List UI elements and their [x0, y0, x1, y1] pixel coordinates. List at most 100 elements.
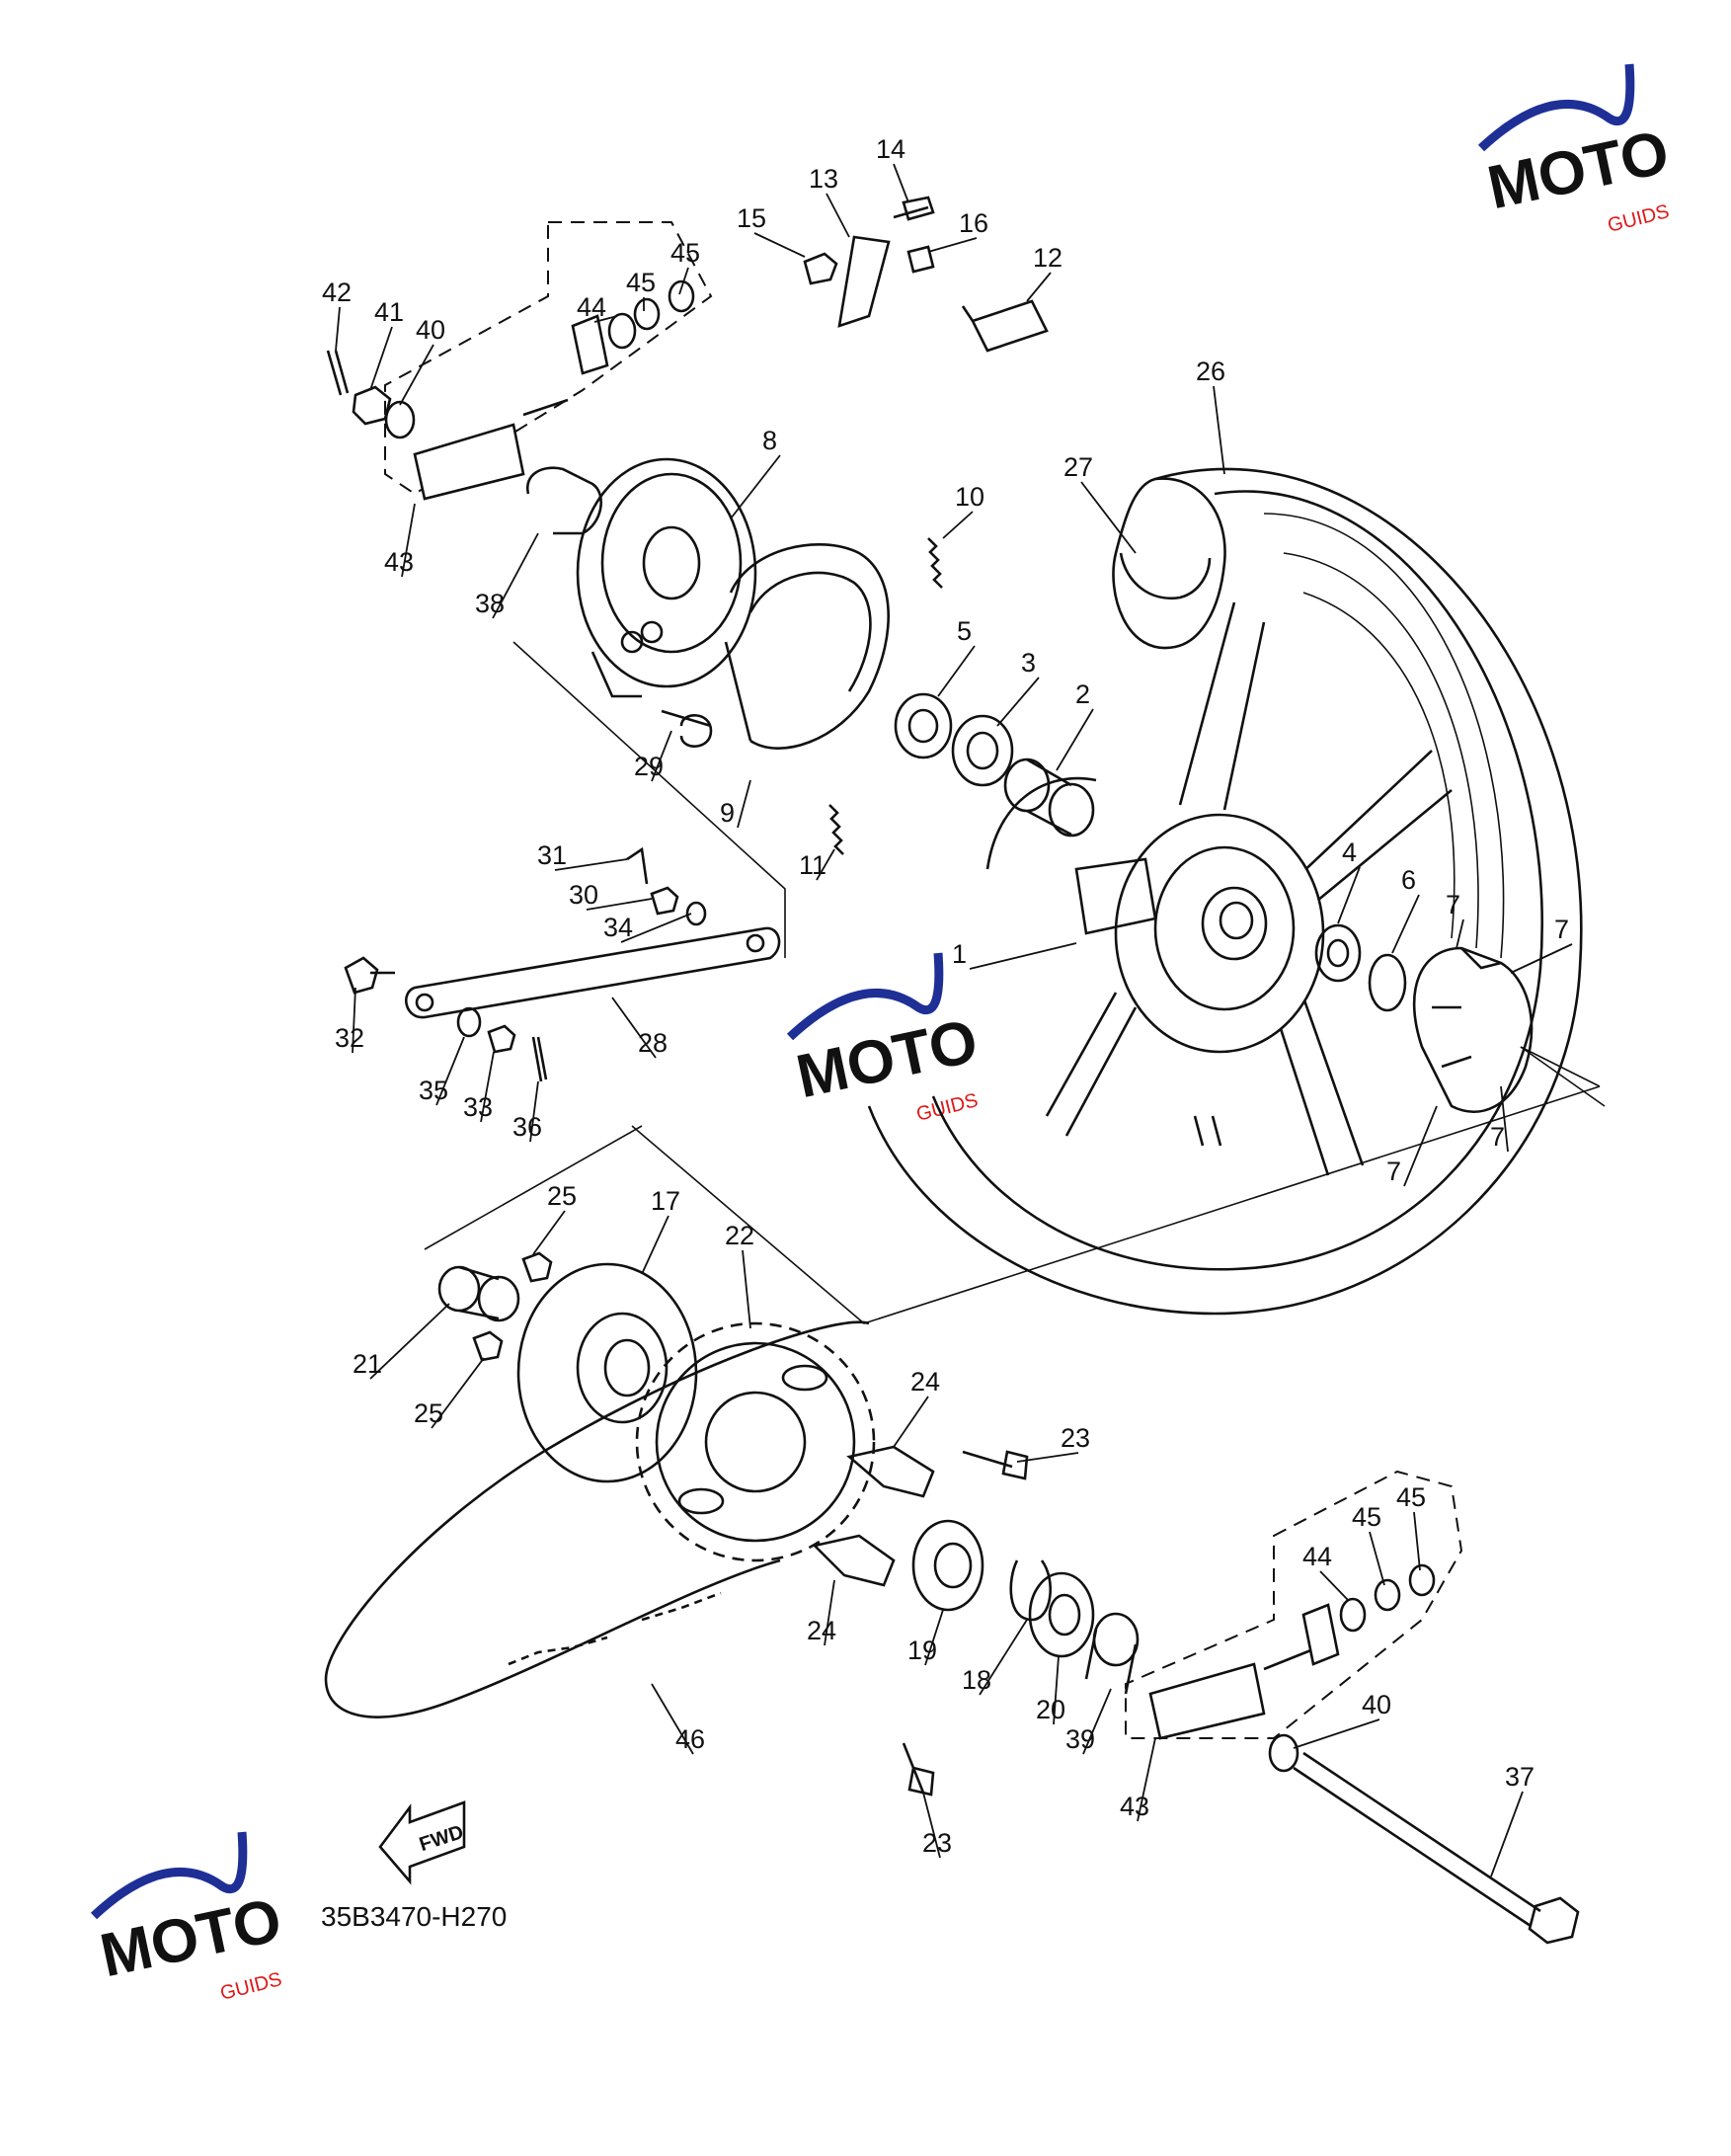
- bearing-19: [911, 1519, 984, 1612]
- leader-line: [641, 1215, 669, 1275]
- callout-12: 12: [1033, 243, 1062, 273]
- callout-7: 7: [1446, 890, 1460, 919]
- callout-40: 40: [416, 315, 445, 345]
- callout-2: 2: [1075, 679, 1090, 709]
- callout-26: 26: [1196, 357, 1225, 386]
- callout-30: 30: [569, 880, 598, 910]
- leader-line: [1391, 894, 1420, 954]
- leader-line: [937, 645, 976, 697]
- leader-lines: [335, 163, 1573, 1877]
- leader-line: [922, 1792, 941, 1859]
- sprocket-hub-17: [516, 1262, 698, 1483]
- callout-38: 38: [475, 589, 505, 618]
- cam-lever-13: [837, 235, 891, 328]
- nut-25-lower: [472, 1330, 504, 1362]
- fwd-label: FWD: [417, 1821, 466, 1856]
- o-ring-6: [1368, 953, 1407, 1012]
- leader-line: [480, 1051, 495, 1123]
- leader-line: [1456, 918, 1464, 949]
- leader-line: [554, 858, 628, 871]
- bolt-32: [344, 956, 395, 995]
- axle-37: [1293, 1751, 1580, 1945]
- leader-line: [1293, 1718, 1380, 1749]
- callout-20: 20: [1036, 1695, 1065, 1724]
- circlip-18: [1009, 1559, 1053, 1622]
- brake-shoes: [724, 543, 890, 750]
- callout-24: 24: [807, 1616, 836, 1645]
- nut-25-upper: [521, 1251, 553, 1283]
- callout-37: 37: [1505, 1762, 1534, 1792]
- leader-line: [927, 237, 978, 253]
- fwd-arrow-icon: FWD: [378, 1800, 466, 1885]
- chain-puller-group-lower: [1125, 1470, 1463, 1739]
- brand-logo-bottom: MOTO GUIDS: [90, 1831, 287, 2005]
- spring-10: [927, 537, 943, 589]
- nut-30: [650, 886, 679, 916]
- clip-31: [626, 846, 649, 885]
- leader-line: [611, 997, 657, 1059]
- leader-line: [1056, 708, 1094, 771]
- callout-11: 11: [799, 850, 826, 880]
- callout-16: 16: [959, 208, 988, 238]
- leader-line: [1053, 1655, 1060, 1725]
- leader-line: [369, 1303, 450, 1380]
- leader-line: [1082, 1688, 1112, 1755]
- spring-11: [828, 804, 844, 855]
- leader-line: [532, 1210, 566, 1255]
- callout-43: 43: [1120, 1792, 1149, 1821]
- bolt-23-lower: [902, 1742, 935, 1797]
- leader-line: [742, 1249, 751, 1329]
- callout-1: 1: [952, 939, 967, 969]
- callout-19: 19: [907, 1636, 937, 1665]
- leader-line: [352, 987, 356, 1054]
- leader-line: [1510, 943, 1573, 974]
- leader-line: [492, 532, 539, 619]
- callout-41: 41: [374, 297, 404, 327]
- callout-3: 3: [1021, 648, 1036, 678]
- cotter-36: [531, 1036, 548, 1082]
- leader-line: [737, 779, 751, 829]
- callout-33: 33: [463, 1092, 493, 1122]
- callout-5: 5: [957, 616, 972, 646]
- washer-34: [685, 901, 707, 926]
- callout-6: 6: [1401, 865, 1416, 895]
- wheel-hub: [1114, 813, 1325, 1054]
- callout-34: 34: [603, 913, 633, 942]
- leader-line: [1369, 1531, 1385, 1586]
- nut-15: [803, 252, 838, 285]
- leader-line: [651, 1683, 694, 1755]
- valve-12: [961, 299, 1049, 353]
- leader-line: [678, 267, 689, 295]
- callout-39: 39: [1065, 1724, 1095, 1754]
- callout-42: 42: [322, 278, 352, 307]
- leader-line: [816, 848, 835, 881]
- collar-39: [1084, 1612, 1140, 1695]
- brake-panel: [576, 457, 757, 698]
- callout-46: 46: [675, 1724, 705, 1754]
- leader-line: [401, 503, 416, 578]
- callout-43: 43: [384, 547, 414, 577]
- brand-logo-top: MOTO GUIDS: [1477, 63, 1675, 237]
- washer-35: [456, 1006, 482, 1038]
- leader-line: [1403, 1105, 1438, 1187]
- bolt-14: [893, 196, 935, 221]
- leader-line: [730, 454, 781, 519]
- cotter-pin-42: [326, 350, 350, 396]
- callout-7: 7: [1386, 1157, 1401, 1186]
- callout-13: 13: [809, 164, 838, 194]
- callout-24: 24: [910, 1367, 940, 1397]
- leader-line: [893, 1396, 929, 1448]
- callout-31: 31: [537, 840, 567, 870]
- callout-45: 45: [670, 238, 700, 268]
- washers-lower: [1268, 1563, 1436, 1773]
- chain-puller-upper: [413, 314, 609, 501]
- callout-21: 21: [353, 1349, 382, 1379]
- leader-line: [1137, 1737, 1156, 1822]
- bearing-5: [894, 692, 953, 759]
- torque-arm-group-outline: [512, 641, 786, 958]
- callout-45: 45: [626, 268, 656, 297]
- torque-arm: [405, 926, 781, 1019]
- leader-line: [824, 1579, 835, 1646]
- callout-44: 44: [1302, 1542, 1332, 1571]
